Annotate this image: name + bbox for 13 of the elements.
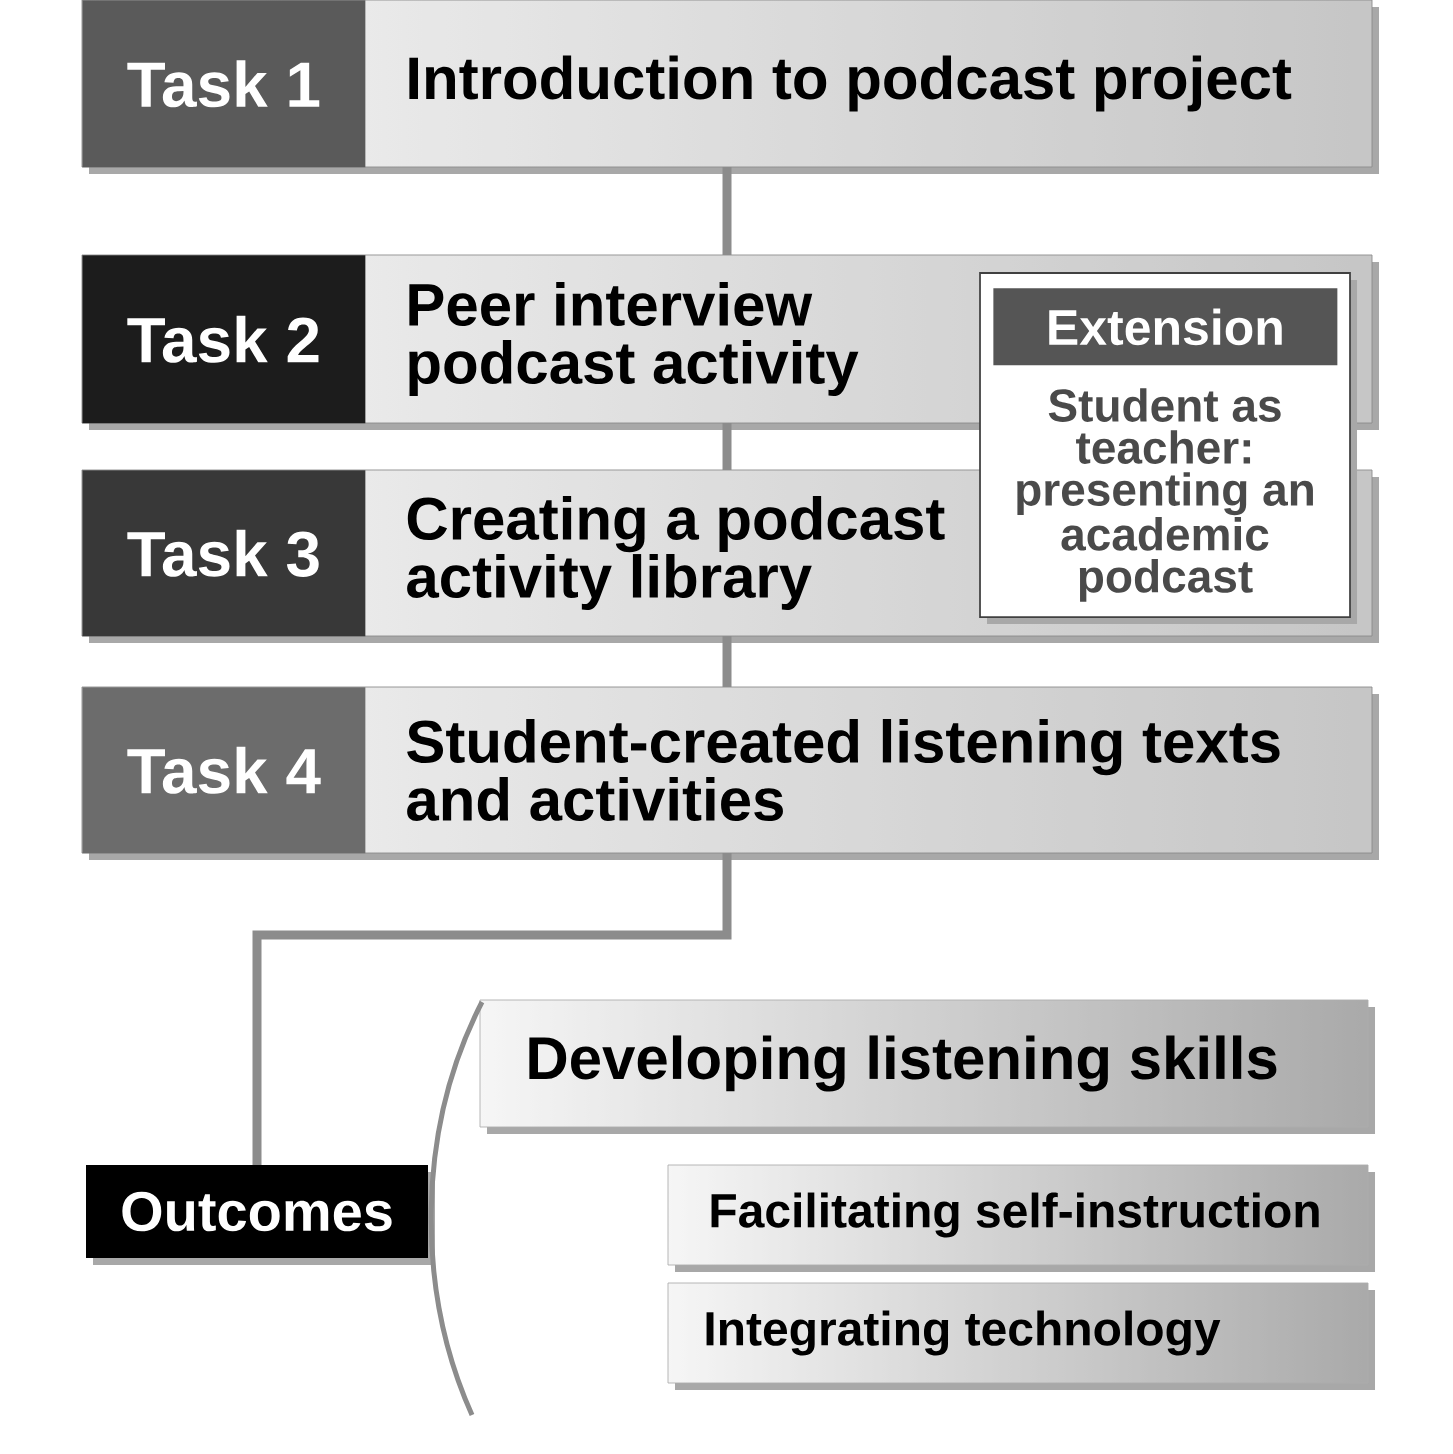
outcome-box: Integrating technology — [667, 1282, 1375, 1390]
connector-line — [722, 167, 732, 255]
outcome-box: Developing listening skills — [479, 999, 1375, 1134]
task-label: Task 3 — [82, 470, 366, 637]
connector-line — [722, 636, 732, 687]
connector-line — [252, 853, 732, 1165]
outcomes-box: Outcomes — [86, 1165, 435, 1265]
extension-header: Extension — [993, 288, 1338, 366]
connector-line — [722, 423, 732, 470]
task-label: Task 4 — [82, 687, 366, 854]
outcome-box: Facilitating self-instruction — [667, 1164, 1375, 1272]
task-label: Task 2 — [82, 255, 366, 424]
task-label: Task 1 — [82, 0, 366, 168]
